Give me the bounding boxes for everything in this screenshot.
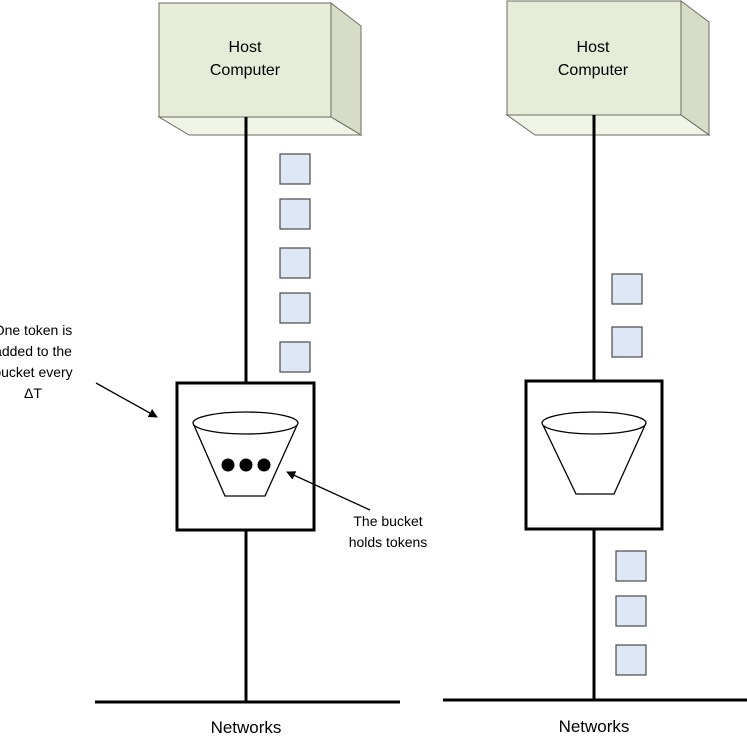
right-network-label: Networks [559, 717, 630, 736]
right-host-bottom-face [505, 114, 711, 136]
token-rate-line4: ΔT [24, 385, 42, 401]
token-rate-line1: One token is [0, 322, 72, 338]
bucket-holds-line2: holds tokens [349, 534, 428, 550]
left-host-computer: Host Computer [157, 1, 363, 136]
left-host-front-face [158, 2, 332, 118]
right-host-label-line1: Host [577, 39, 610, 56]
right-system: Host Computer Networks [443, 0, 747, 736]
right-host-label-line2: Computer [558, 62, 629, 79]
right-below-packet-2 [615, 595, 647, 627]
left-token-2 [239, 458, 253, 472]
left-host-bottom-face [157, 116, 363, 136]
right-above-packet-2 [611, 326, 643, 358]
right-host-side-face [680, 0, 710, 136]
right-above-packet-1 [611, 273, 643, 305]
left-bucket-tokens [221, 458, 271, 472]
right-host-front-face [506, 0, 682, 116]
right-packets-above [611, 273, 643, 358]
bucket-holds-annotation: The bucket holds tokens [286, 471, 428, 550]
right-host-computer: Host Computer [505, 0, 711, 136]
left-above-packet-3 [279, 247, 311, 279]
left-token-3 [257, 458, 271, 472]
left-host-side-face [330, 1, 362, 136]
left-network-label: Networks [211, 718, 282, 737]
left-packets-above [279, 153, 311, 373]
left-host-label-line2: Computer [210, 62, 281, 79]
token-rate-annotation: One token is added to the bucket every Δ… [0, 322, 158, 418]
token-rate-line3: bucket every [0, 364, 73, 380]
left-above-packet-2 [279, 198, 311, 230]
bucket-holds-line1: The bucket [353, 513, 422, 529]
left-host-label-line1: Host [229, 39, 262, 56]
right-below-packet-3 [615, 644, 647, 676]
left-above-packet-4 [279, 292, 311, 324]
left-above-packet-5 [279, 341, 311, 373]
left-token-1 [221, 458, 235, 472]
right-below-packet-1 [615, 550, 647, 582]
right-bucket [541, 411, 647, 495]
left-above-packet-1 [279, 153, 311, 185]
token-rate-line2: added to the [0, 343, 72, 359]
left-system: Host Computer One token is added to the … [0, 1, 428, 737]
right-packets-below [615, 550, 647, 676]
bucket-holds-arrow [286, 471, 371, 511]
token-rate-arrow [95, 382, 158, 418]
